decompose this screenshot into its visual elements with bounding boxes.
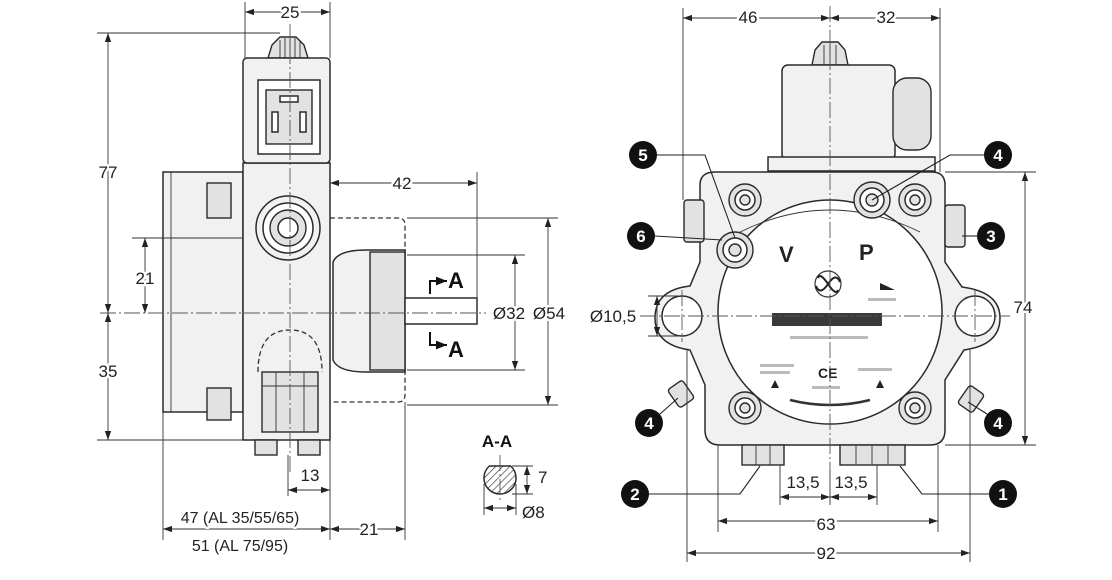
boss-top-right bbox=[898, 183, 932, 217]
callout-leader-4-bottom-left bbox=[659, 397, 679, 415]
section-a-a: A-A 7 Ø8 bbox=[482, 432, 550, 525]
dim-label-42: 42 bbox=[393, 174, 412, 193]
flange-tab-bottom bbox=[206, 387, 232, 421]
face-small-print bbox=[760, 298, 896, 389]
dim-label-46: 46 bbox=[739, 8, 758, 27]
flange-tab-top bbox=[206, 182, 232, 219]
face-triangle-right-icon bbox=[876, 380, 884, 388]
callout-label-4-bottom-right: 4 bbox=[993, 414, 1003, 433]
dim-label-32: 32 bbox=[877, 8, 896, 27]
dim-label-7: 7 bbox=[538, 468, 547, 487]
dim-label-21-horizontal: 21 bbox=[360, 520, 379, 539]
dim-label-51: 51 (AL 75/95) bbox=[192, 538, 288, 555]
dim-label-25: 25 bbox=[281, 3, 300, 22]
dim-label-74: 74 bbox=[1014, 298, 1033, 317]
dim-label-dia-54: Ø54 bbox=[533, 304, 565, 323]
callout-leader-1 bbox=[899, 465, 989, 495]
callout-badge-5 bbox=[629, 141, 657, 169]
dim-label-dia-10-5: Ø10,5 bbox=[590, 307, 636, 326]
port-2-fitting bbox=[741, 444, 785, 466]
callout-badge-2 bbox=[621, 480, 649, 508]
front-view: V P CE bbox=[640, 6, 1010, 470]
callout-label-4-top: 4 bbox=[993, 146, 1003, 165]
port-4-bottom-right-fitting bbox=[957, 385, 985, 413]
face-label-v: V bbox=[779, 242, 794, 267]
callout-badge-3 bbox=[977, 222, 1005, 250]
solenoid-base bbox=[767, 156, 936, 172]
callout-leader-6 bbox=[654, 235, 723, 241]
bottom-port-left bbox=[254, 439, 278, 456]
callout-label-1: 1 bbox=[998, 485, 1007, 504]
drive-shaft bbox=[404, 297, 478, 325]
side-view-flange bbox=[162, 171, 244, 421]
solenoid-knob-ribs bbox=[279, 38, 301, 58]
callout-badge-1 bbox=[989, 480, 1017, 508]
callout-label-6: 6 bbox=[636, 227, 645, 246]
face-arrow-icon bbox=[880, 283, 895, 290]
fan-logo-icon bbox=[814, 270, 842, 298]
face-nameplate bbox=[772, 313, 882, 326]
callout-leader-2 bbox=[649, 465, 761, 495]
callout-badge-4-bottom-left bbox=[635, 409, 663, 437]
side-view bbox=[100, 24, 486, 472]
dim-label-92: 92 bbox=[817, 544, 836, 563]
dim-label-dia-8: Ø8 bbox=[522, 503, 545, 522]
side-view-dimensions: 25 77 35 21 42 Ø32 Ø54 A A 13 47 (AL bbox=[96, 1, 568, 558]
callout-label-4-bottom-left: 4 bbox=[644, 414, 654, 433]
port-1-fitting bbox=[839, 444, 906, 466]
boss-bottom-left bbox=[728, 391, 762, 425]
callout-label-2: 2 bbox=[630, 485, 639, 504]
dim-label-13-5-left: 13,5 bbox=[786, 473, 819, 492]
solenoid-knob bbox=[267, 36, 309, 59]
section-arrow-top bbox=[429, 276, 447, 294]
connector-pin-top bbox=[279, 95, 299, 103]
dim-label-77: 77 bbox=[99, 163, 118, 182]
bottom-port-ribs bbox=[755, 445, 889, 465]
callout-leader-4-top bbox=[871, 154, 984, 201]
callout-badge-6 bbox=[627, 222, 655, 250]
callout-badge-4-bottom-right bbox=[984, 409, 1012, 437]
callout-leader-5 bbox=[657, 154, 736, 239]
dim-label-21-vertical: 21 bbox=[136, 269, 155, 288]
dim-label-63: 63 bbox=[817, 515, 836, 534]
section-mark-bottom: A bbox=[448, 337, 464, 362]
dim-label-13-5-right: 13,5 bbox=[834, 473, 867, 492]
face-label-p: P bbox=[859, 240, 874, 265]
shaft-housing-collar bbox=[369, 251, 406, 371]
callouts: 5 4 6 3 4 4 2 1 bbox=[621, 141, 1017, 508]
front-view-dimensions: 46 32 74 Ø10,5 13,5 13,5 63 92 bbox=[587, 6, 1036, 566]
callout-badge-4-top bbox=[984, 141, 1012, 169]
front-solenoid-housing bbox=[781, 64, 896, 161]
dim-label-47: 47 (AL 35/55/65) bbox=[181, 510, 300, 527]
port-3-fitting bbox=[944, 204, 966, 248]
port-6-fitting bbox=[683, 199, 705, 243]
boss-bottom-right bbox=[898, 391, 932, 425]
section-arrow-bottom bbox=[429, 332, 447, 350]
dim-label-35: 35 bbox=[99, 362, 118, 381]
lower-fitting-hidden bbox=[257, 329, 323, 373]
face-triangle-left-icon bbox=[771, 380, 779, 388]
section-title: A-A bbox=[482, 432, 512, 451]
boss-top-left bbox=[728, 183, 762, 217]
side-view-port bbox=[255, 195, 321, 261]
connector-pin-right bbox=[299, 111, 307, 133]
bottom-port-right bbox=[297, 439, 321, 456]
face-mark-ce: CE bbox=[818, 365, 837, 381]
callout-label-5: 5 bbox=[638, 146, 647, 165]
port-6 bbox=[716, 231, 754, 269]
callout-label-3: 3 bbox=[986, 227, 995, 246]
connector-pin-left bbox=[271, 111, 279, 133]
callout-leader-4-bottom-right bbox=[967, 401, 988, 415]
section-mark-top: A bbox=[448, 268, 464, 293]
dim-label-13: 13 bbox=[301, 466, 320, 485]
dim-label-dia-32: Ø32 bbox=[493, 304, 525, 323]
solenoid-coil-end bbox=[892, 77, 932, 151]
